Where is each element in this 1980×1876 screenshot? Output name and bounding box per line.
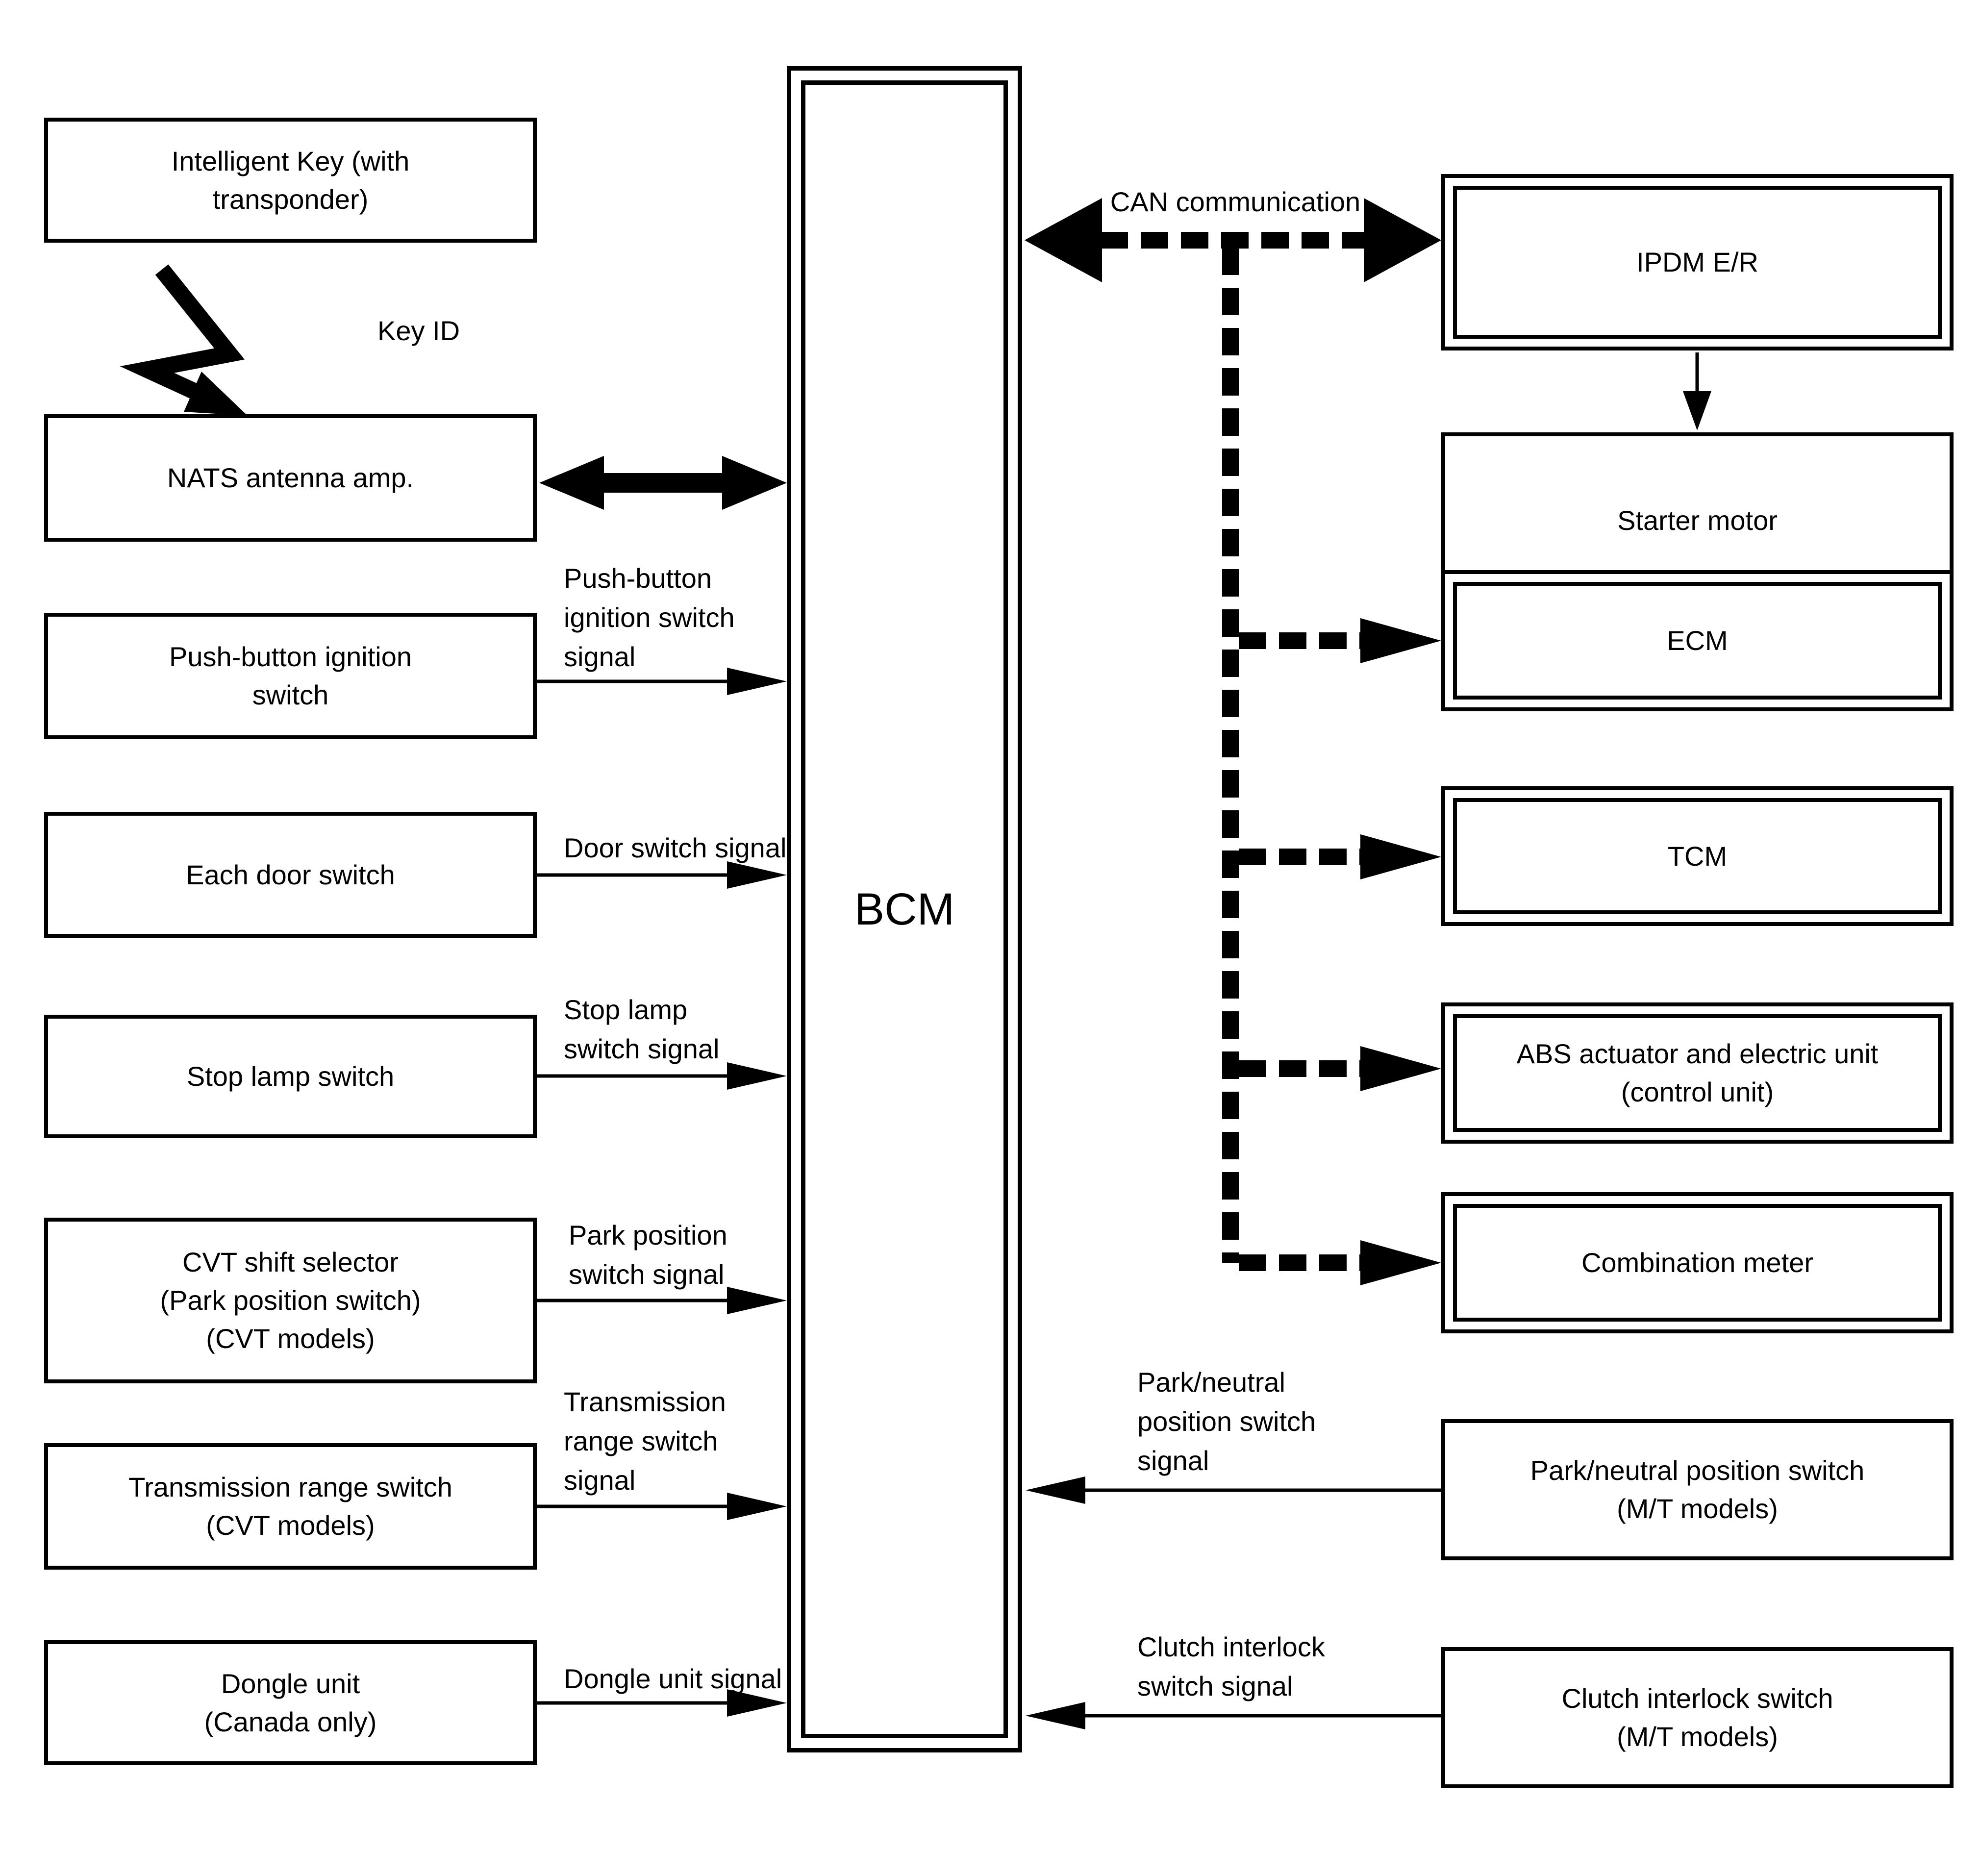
box-transmission-range-switch: Transmission range switch (CVT models) [44,1443,537,1570]
can-branch-ecm [1239,618,1441,663]
signal-arrow-clutch-interlock [1026,1702,1441,1729]
box-ecm-label: ECM [1667,625,1728,656]
box-tcm-label: TCM [1667,840,1728,872]
signal-arrow-stop-lamp [537,1062,787,1090]
signal-label-dongle-unit: Dongle unit signal [564,1663,782,1694]
bcm-label: BCM [854,884,955,934]
nats-bcm-double-arrow [539,456,787,510]
box-park-neutral-position-switch: Park/neutral position switch (M/T models… [1441,1419,1954,1560]
box-nats-antenna-amp: NATS antenna amp. [44,414,537,542]
box-ecm: ECM [1441,570,1954,711]
signal-arrow-push-button [537,668,787,695]
can-communication-label: CAN communication [1110,186,1361,217]
box-stop-lamp-switch-label: Stop lamp switch [186,1061,395,1092]
signal-label-stop-lamp: Stop lamp switch signal [564,994,720,1064]
box-combination-meter: Combination meter [1441,1192,1954,1333]
signal-arrow-park-position [537,1287,787,1314]
signal-label-door-switch: Door switch signal [564,832,787,863]
box-clutch-interlock-switch-label: Clutch interlock switch (M/T models) [1561,1683,1833,1752]
box-park-neutral-position-switch-label: Park/neutral position switch (M/T models… [1530,1455,1865,1524]
signal-label-park-position: Park position switch signal [569,1220,727,1290]
signal-label-push-button: Push-button ignition switch signal [564,563,735,672]
signal-arrow-dongle-unit [537,1689,787,1717]
box-nats-antenna-amp-label: NATS antenna amp. [167,462,414,493]
box-intelligent-key-label: Intelligent Key (with transponder) [171,145,410,215]
box-intelligent-key: Intelligent Key (with transponder) [44,118,537,243]
box-ipdm-er: IPDM E/R [1441,174,1954,350]
box-starter-motor-label: Starter motor [1617,505,1778,536]
can-branch-abs [1239,1046,1441,1091]
lightning-arrow-icon [120,264,248,416]
box-stop-lamp-switch: Stop lamp switch [44,1015,537,1138]
box-tcm: TCM [1441,786,1954,926]
box-dongle-unit: Dongle unit (Canada only) [44,1640,537,1765]
box-cvt-shift-selector: CVT shift selector (Park position switch… [44,1218,537,1383]
box-combination-meter-label: Combination meter [1581,1247,1814,1278]
can-branch-combination-meter [1239,1240,1441,1285]
signal-arrow-park-neutral [1026,1476,1441,1504]
box-transmission-range-switch-label: Transmission range switch (CVT models) [128,1472,452,1541]
signal-label-park-neutral: Park/neutral position switch signal [1137,1367,1316,1476]
signal-arrow-transmission-range [537,1493,787,1520]
box-bcm: BCM [787,66,1022,1752]
box-each-door-switch-label: Each door switch [186,859,395,890]
box-cvt-shift-selector-label: CVT shift selector (Park position switch… [160,1247,421,1354]
box-push-button-ignition-switch: Push-button ignition switch [44,613,537,739]
key-id-label: Key ID [377,315,460,346]
signal-label-clutch-interlock: Clutch interlock switch signal [1137,1631,1325,1701]
box-abs-actuator: ABS actuator and electric unit (control … [1441,1002,1954,1144]
box-dongle-unit-label: Dongle unit (Canada only) [204,1668,377,1737]
can-branch-tcm [1239,834,1441,879]
box-clutch-interlock-switch: Clutch interlock switch (M/T models) [1441,1647,1954,1788]
box-each-door-switch: Each door switch [44,812,537,938]
signal-label-transmission-range: Transmission range switch signal [564,1386,726,1496]
box-push-button-ignition-switch-label: Push-button ignition switch [169,641,412,710]
box-abs-actuator-label: ABS actuator and electric unit (control … [1516,1038,1879,1107]
can-bus-main [1025,198,1441,282]
signal-arrow-door-switch [537,861,787,889]
box-ipdm-er-label: IPDM E/R [1636,247,1758,277]
ipdm-starter-arrow [1683,352,1711,430]
